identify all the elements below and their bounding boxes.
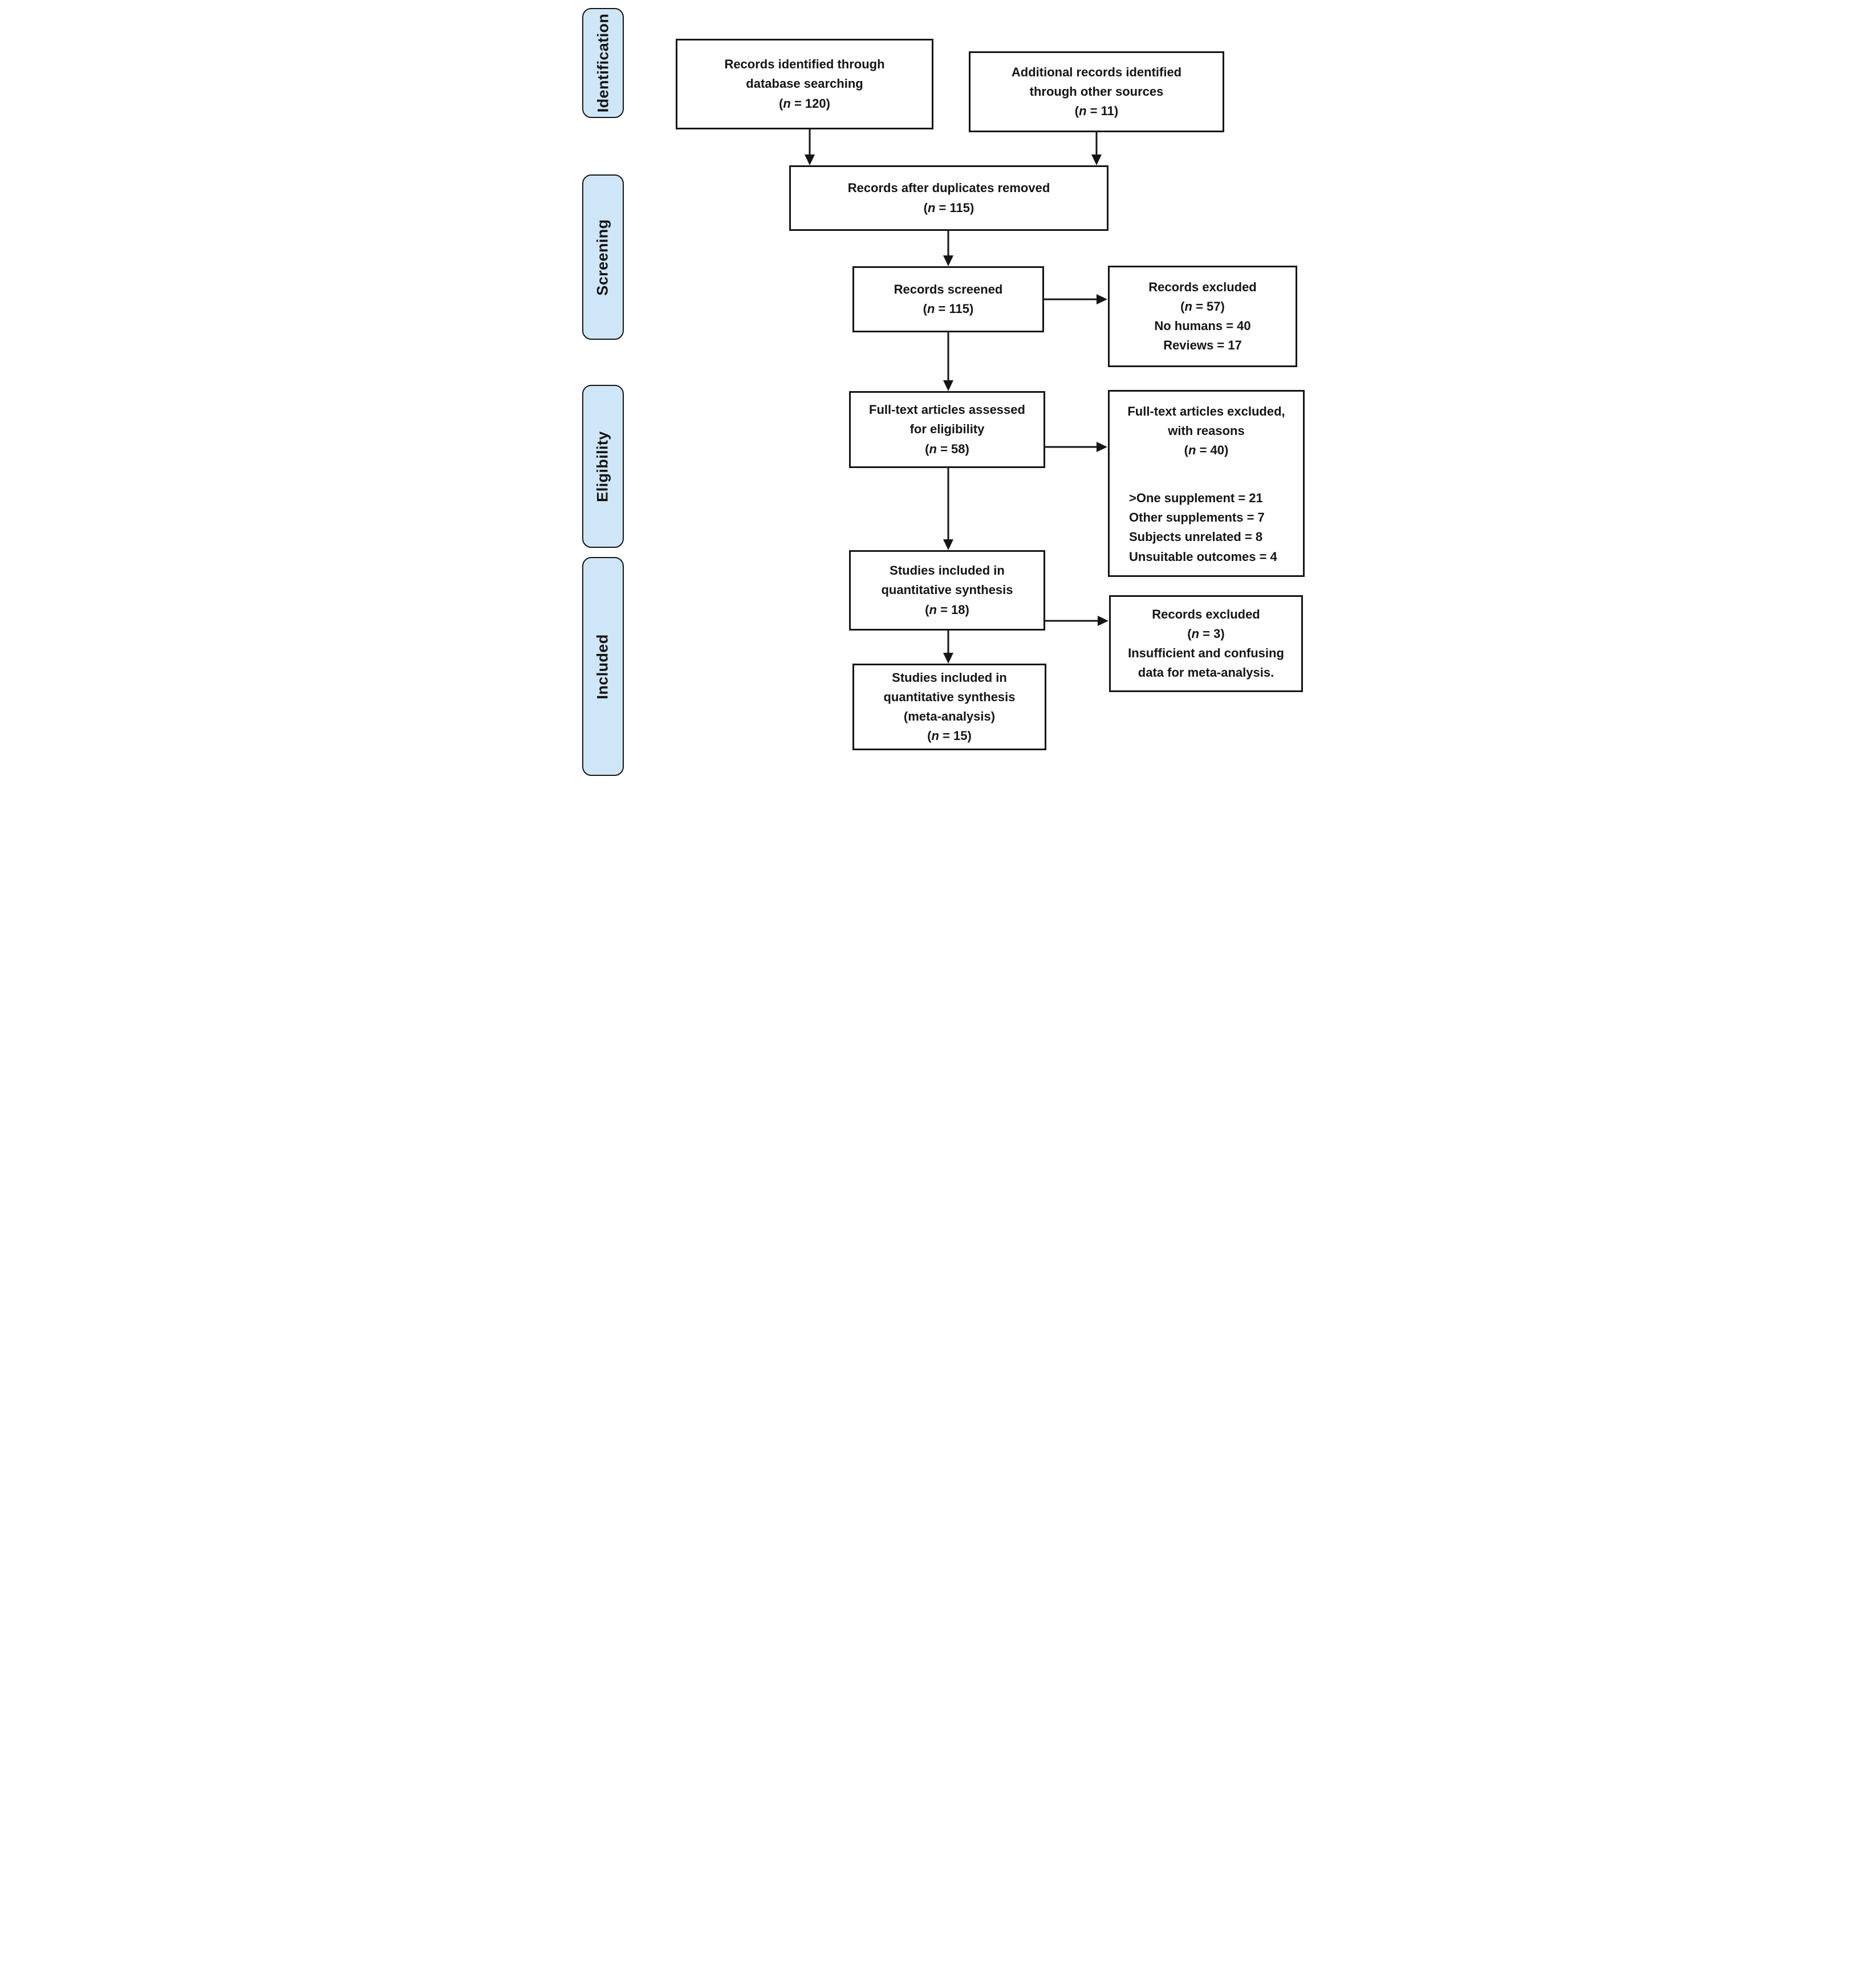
text-line: Other supplements = 7 <box>1129 510 1265 525</box>
box-fulltext-excluded-reasons: >One supplement = 21 Other supplements = … <box>1110 489 1277 566</box>
text-line: (n = 11) <box>1074 104 1119 119</box>
box-records-screened: Records screened (n = 115) <box>852 266 1044 332</box>
text-line: database searching <box>746 76 863 91</box>
text-line: No humans = 40 <box>1154 319 1251 333</box>
box-records-identified: Records identified through database searc… <box>676 39 933 129</box>
text-line: Reviews = 17 <box>1163 338 1242 353</box>
text-line: quantitative synthesis <box>881 583 1013 597</box>
text-line: (n = 120) <box>779 96 830 111</box>
box-meta-analysis: Studies included in quantitative synthesi… <box>852 664 1046 750</box>
stage-included: Included <box>582 557 624 776</box>
text-line: quantitative synthesis <box>883 689 1016 704</box>
arrow-fulltext-to-excluded <box>1045 442 1107 452</box>
text-line: Studies included in <box>890 563 1005 578</box>
text-line: Records screened <box>894 282 1003 296</box>
arrow-screened-to-fulltext <box>943 332 953 391</box>
arrow-quant-to-meta <box>943 631 953 664</box>
box-records-excluded-screening: Records excluded (n = 57) No humans = 40 Re… <box>1108 266 1297 367</box>
text-line: Unsuitable outcomes = 4 <box>1129 549 1277 564</box>
prisma-flow-diagram: Identification Screening Eligibility Inc… <box>563 0 1313 786</box>
text-line: (meta-analysis) <box>903 709 996 723</box>
stage-identification-label: Identification <box>594 13 612 113</box>
box-fulltext-excluded: Full-text articles excluded, with reasons… <box>1108 390 1305 577</box>
stage-eligibility: Eligibility <box>582 385 624 548</box>
box-records-excluded-meta: Records excluded (n = 3) Insufficient and … <box>1109 595 1303 692</box>
arrow-additional-to-dedup <box>1091 132 1102 165</box>
text-line: Insufficient and confusing <box>1128 646 1284 660</box>
text-line: >One supplement = 21 <box>1129 491 1263 506</box>
text-line: Subjects unrelated = 8 <box>1129 530 1263 544</box>
text-line: Studies included in <box>892 670 1007 685</box>
text-line: Records identified through <box>724 57 885 72</box>
stage-eligibility-label: Eligibility <box>594 430 612 502</box>
text-line: (n = 40) <box>1184 443 1229 458</box>
arrow-dedup-to-screened <box>943 231 953 266</box>
text-line: Records excluded <box>1148 279 1257 294</box>
box-fulltext-excluded-header: Full-text articles excluded, with reasons… <box>1127 402 1285 460</box>
arrow-fulltext-to-quant <box>943 468 953 550</box>
text-line: (n = 115) <box>923 302 974 316</box>
text-line: Records excluded <box>1152 607 1260 621</box>
text-line: (n = 115) <box>923 200 974 215</box>
stage-identification: Identification <box>582 8 624 118</box>
text-line: for eligibility <box>909 422 985 437</box>
stage-included-label: Included <box>594 633 611 700</box>
box-records-after-duplicates-removed: Records after duplicates removed (n = 115… <box>789 165 1108 231</box>
text-line: (n = 57) <box>1180 299 1225 314</box>
text-line: (n = 15) <box>927 729 972 743</box>
text-line: Records after duplicates removed <box>847 181 1050 196</box>
text-line: (n = 3) <box>1187 626 1225 641</box>
text-line: (n = 18) <box>925 602 969 617</box>
box-fulltext-assessed: Full-text articles assessed for eligibili… <box>849 391 1045 468</box>
text-line: Full-text articles assessed <box>869 402 1025 417</box>
stage-screening: Screening <box>582 174 624 340</box>
arrow-identified-to-dedup <box>805 129 815 165</box>
box-quantitative-synthesis: Studies included in quantitative synthesi… <box>849 550 1045 631</box>
text-line: Additional records identified <box>1011 64 1182 79</box>
text-line: data for meta-analysis. <box>1138 665 1274 680</box>
arrow-quant-to-excluded <box>1045 616 1108 626</box>
arrow-screened-to-excluded <box>1044 294 1107 304</box>
text-line: (n = 58) <box>925 441 969 456</box>
text-line: through other sources <box>1029 84 1164 99</box>
text-line: with reasons <box>1168 424 1245 438</box>
box-additional-records: Additional records identified through oth… <box>969 51 1224 132</box>
stage-screening-label: Screening <box>594 218 611 296</box>
text-line: Full-text articles excluded, <box>1127 404 1285 418</box>
